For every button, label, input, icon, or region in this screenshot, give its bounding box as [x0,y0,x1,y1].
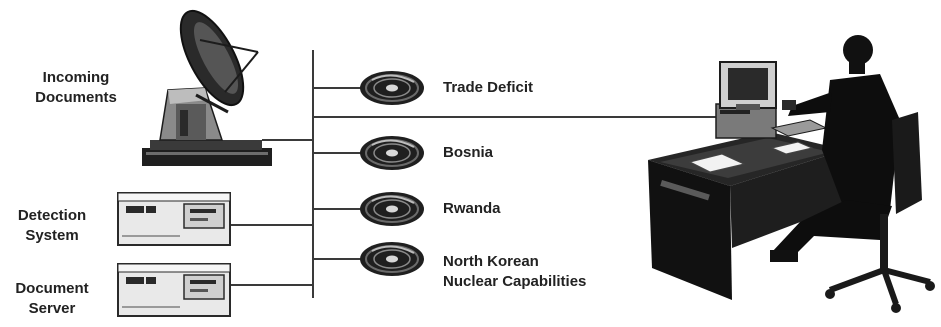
document-server-line-2: Server [28,300,76,317]
incoming-documents-label: Incoming Documents [24,68,128,108]
disc-trade-deficit-icon [360,71,424,105]
incoming-documents-line-2: Documents [35,89,117,106]
disc-bosnia-icon [360,136,424,170]
detection-system-line-1: Detection [17,207,87,224]
topic-north-korea-label: North Korean Nuclear Capabilities [443,252,586,292]
analyst-workstation-icon [648,35,935,313]
topic-trade-deficit-text: Trade Deficit [443,79,534,96]
detection-system-computer-icon [117,192,231,246]
satellite-dish-icon [142,9,272,166]
topic-rwanda-text: Rwanda [443,200,501,217]
topic-rwanda-label: Rwanda [443,199,501,219]
document-server-computer-icon [117,263,231,317]
incoming-documents-line-1: Incoming [42,69,110,86]
network-bus [228,50,720,298]
detection-system-label: Detection System [0,206,104,246]
topic-north-korea-line-2: Nuclear Capabilities [443,273,587,290]
detection-system-line-2: System [25,227,79,244]
document-server-line-1: Document [15,280,89,297]
topic-north-korea-line-1: North Korean [443,253,539,270]
disc-rwanda-icon [360,192,424,226]
topic-trade-deficit-label: Trade Deficit [443,78,533,98]
topic-bosnia-text: Bosnia [443,144,494,161]
document-server-label: Document Server [0,279,104,319]
topic-bosnia-label: Bosnia [443,143,493,163]
disc-north-korea-icon [360,242,424,276]
